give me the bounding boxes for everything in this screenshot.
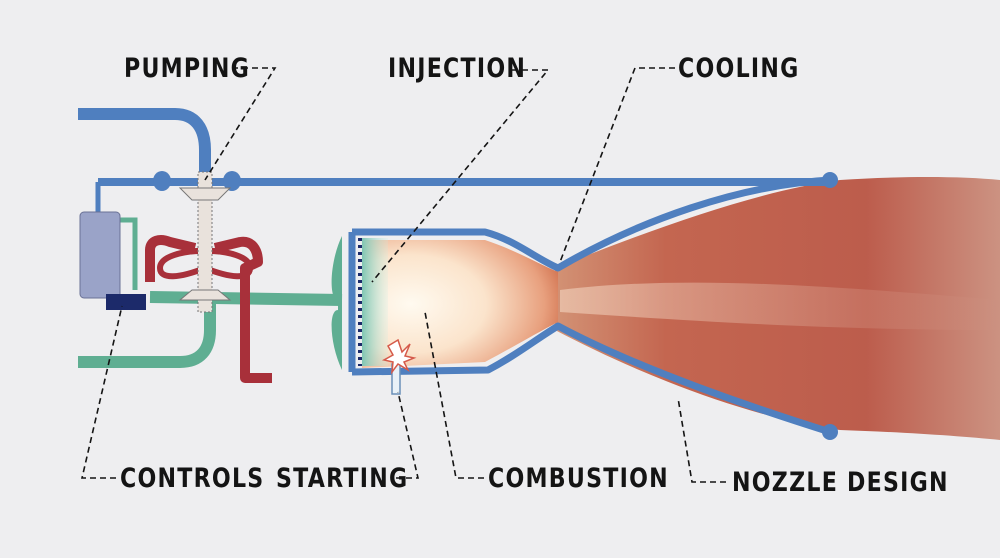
label-controls: CONTROLS xyxy=(120,463,265,494)
label-nozzle-design: NOZZLE DESIGN xyxy=(732,467,949,498)
pump-impeller-top xyxy=(178,187,232,201)
nozzle-lip-lower xyxy=(822,424,838,440)
label-combustion: COMBUSTION xyxy=(488,463,669,494)
leader-pumping xyxy=(204,67,277,181)
label-injection: INJECTION xyxy=(388,53,527,84)
pump-shaft xyxy=(197,171,213,313)
combustion-flame xyxy=(362,240,558,368)
leader-combustion xyxy=(424,311,484,479)
leader-controls xyxy=(80,305,123,479)
igniter-spark xyxy=(381,338,417,375)
leader-injection xyxy=(371,69,550,283)
chamber-wall-lower xyxy=(351,322,832,436)
label-pumping: PUMPING xyxy=(124,53,251,84)
oxidizer-line-inlet xyxy=(78,296,216,368)
fuel-line-inlet xyxy=(78,108,211,180)
leader-cooling xyxy=(559,67,675,263)
control-box xyxy=(79,211,121,299)
fuel-fitting-left xyxy=(153,171,171,191)
turbine-housing xyxy=(156,247,254,280)
injector-face xyxy=(362,238,388,366)
injector-dome xyxy=(331,236,342,370)
exhaust-plume-core xyxy=(560,282,1000,330)
pump-impeller-bottom xyxy=(178,289,232,301)
label-cooling: COOLING xyxy=(678,53,800,84)
leader-starting xyxy=(396,391,420,479)
oxidizer-line-control xyxy=(118,217,138,290)
fuel-fitting-right xyxy=(223,171,241,191)
leader-nozzle-design xyxy=(677,397,726,483)
label-starting: STARTING xyxy=(276,463,409,494)
chamber-wall-upper xyxy=(352,176,831,272)
control-valve xyxy=(106,294,146,310)
